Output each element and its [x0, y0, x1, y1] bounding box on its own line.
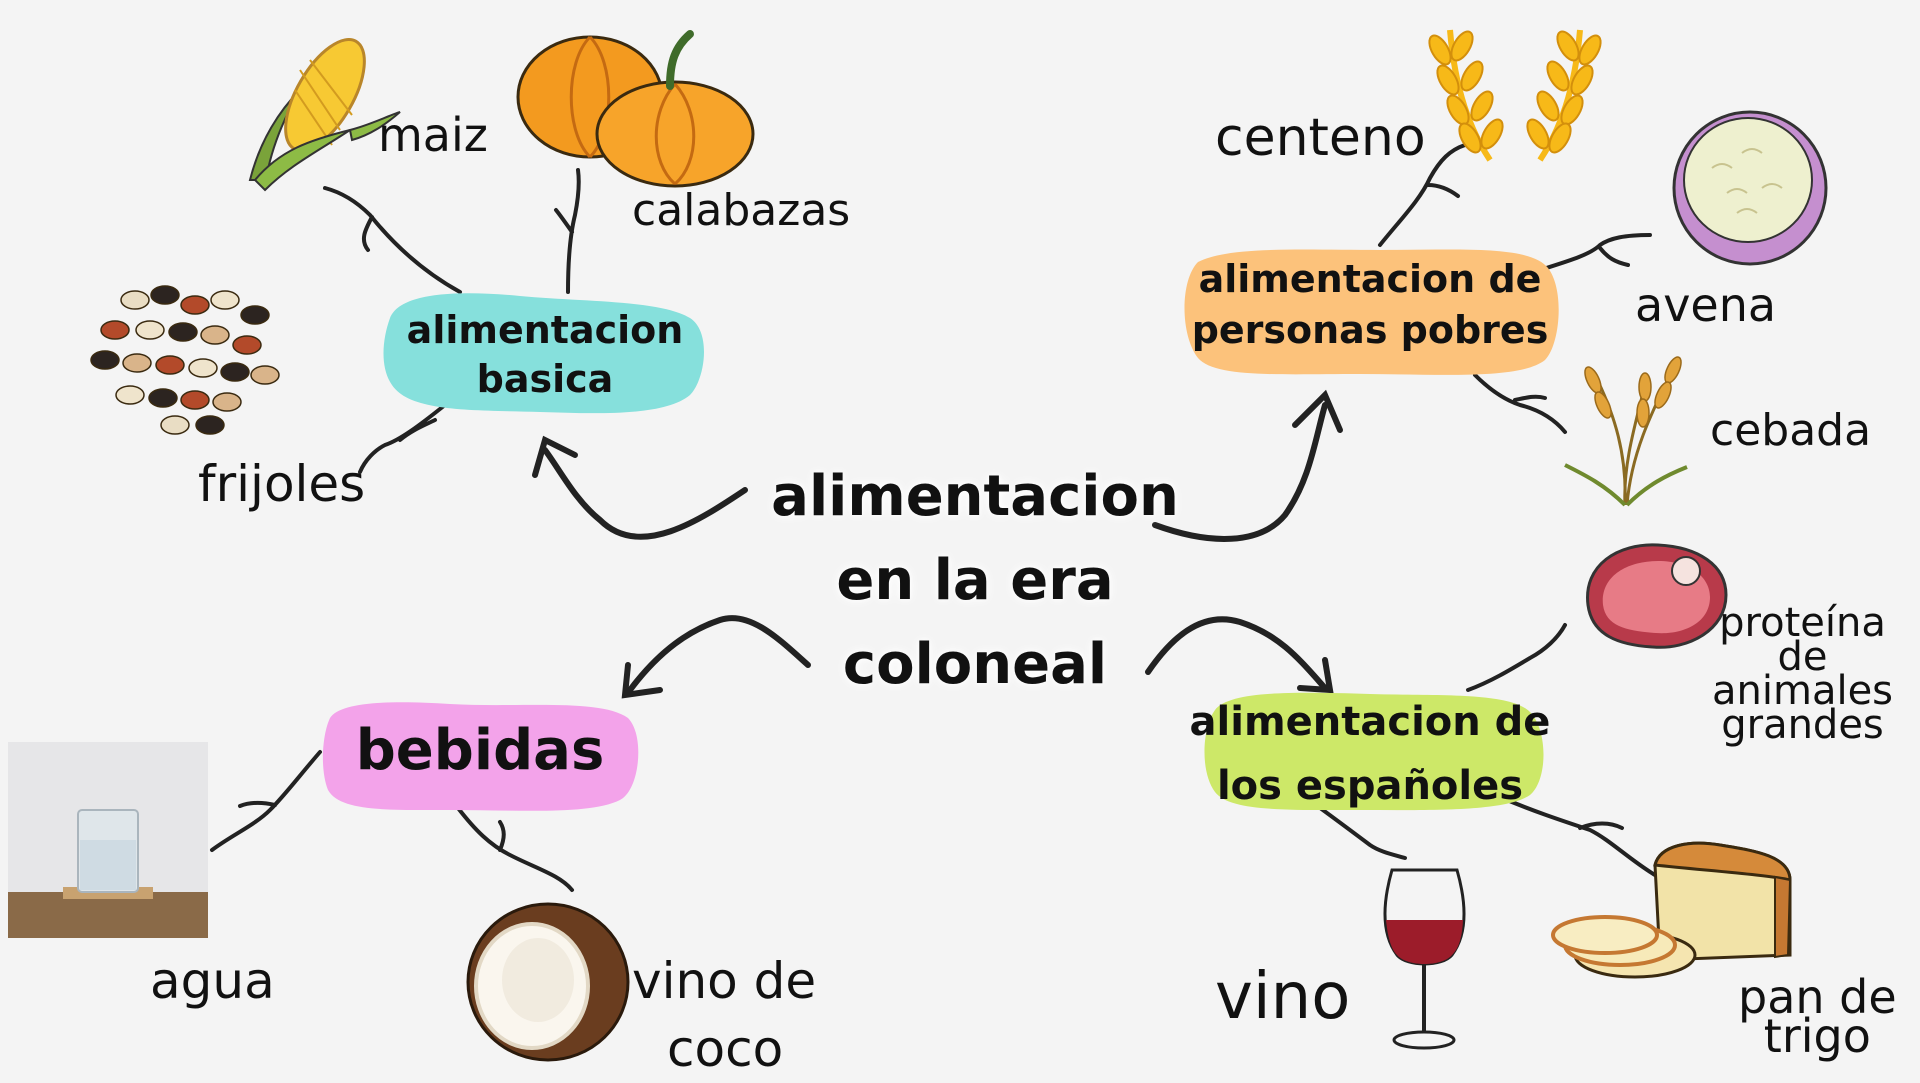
node-basica-line-1: alimentacion	[395, 306, 695, 355]
node-pobres-line-2: personas pobres	[1180, 305, 1560, 356]
label-pan: pan de trigo	[1738, 978, 1897, 1056]
center-title: alimentacion en la era coloneal	[760, 455, 1190, 707]
center-title-line-2: en la era	[760, 539, 1190, 623]
node-pobres: alimentacion de personas pobres	[1180, 254, 1560, 356]
wine-glass-icon	[1385, 870, 1464, 1048]
node-espanoles-line-2: los españoles	[1160, 754, 1580, 818]
branch-maiz	[325, 188, 460, 292]
label-calabazas: calabazas	[632, 185, 850, 236]
node-basica: alimentacion basica	[395, 306, 695, 403]
label-avena: avena	[1635, 278, 1776, 332]
label-vino: vino	[1215, 960, 1350, 1034]
branch-cebada	[1475, 375, 1565, 432]
wheat-icon	[1425, 28, 1605, 160]
label-cebada: cebada	[1710, 405, 1871, 456]
label-centeno: centeno	[1215, 108, 1426, 168]
label-maiz: maiz	[378, 108, 488, 162]
label-proteina: proteína de animales grandes	[1712, 606, 1893, 742]
branch-proteina	[1468, 625, 1565, 690]
node-bebidas: bebidas	[330, 715, 630, 787]
water-glass-photo	[8, 742, 208, 938]
label-frijoles: frijoles	[198, 455, 365, 513]
arrow-to-basica	[545, 450, 745, 537]
oats-bowl-icon	[1674, 112, 1826, 264]
node-basica-line-2: basica	[395, 355, 695, 404]
branch-agua	[212, 752, 320, 850]
coconut-icon	[468, 904, 628, 1060]
node-bebidas-line-1: bebidas	[330, 715, 630, 787]
beans-icon	[91, 286, 279, 434]
center-title-line-1: alimentacion	[760, 455, 1190, 539]
center-title-line-3: coloneal	[760, 623, 1190, 707]
barley-icon	[1565, 355, 1687, 505]
label-vino-coco-line-2: coco	[632, 1016, 816, 1083]
node-pobres-line-1: alimentacion de	[1180, 254, 1560, 305]
label-vino-coco: vino de coco	[632, 948, 816, 1083]
label-agua: agua	[150, 952, 275, 1010]
node-espanoles-line-1: alimentacion de	[1160, 690, 1580, 754]
label-vino-coco-line-1: vino de	[632, 948, 816, 1016]
bread-icon	[1553, 843, 1790, 977]
label-proteina-line-4: grandes	[1712, 708, 1893, 742]
branch-calabazas	[556, 170, 579, 292]
pumpkin-icon	[518, 34, 753, 186]
branch-frijoles	[360, 405, 445, 472]
node-espanoles: alimentacion de los españoles	[1160, 690, 1580, 818]
branch-coco	[458, 808, 572, 890]
meat-icon	[1588, 545, 1726, 647]
